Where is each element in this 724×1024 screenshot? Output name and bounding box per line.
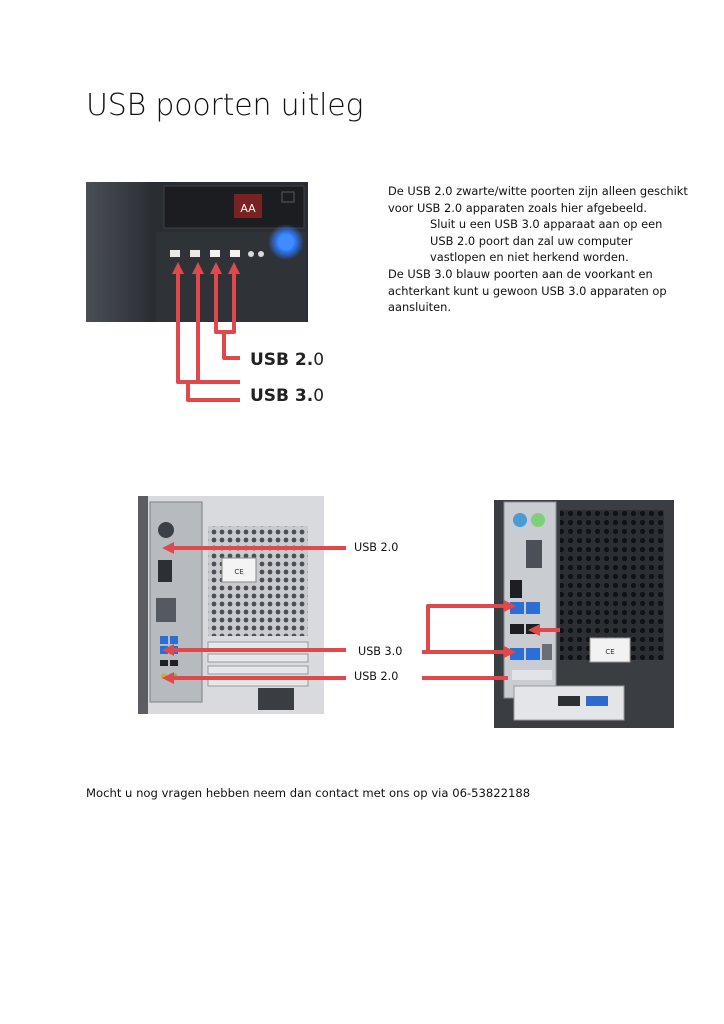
svg-text:CE: CE	[605, 648, 614, 656]
rear-usb2-bottom-label: USB 2.0	[354, 670, 399, 683]
rear-panel-photo-left: CE	[138, 496, 324, 714]
front-usb3-label: USB 3.0	[250, 386, 325, 406]
paragraph-line: Sluit u een USB 3.0 apparaat aan op een …	[430, 217, 663, 265]
paragraph-line: De USB 2.0 zwarte/witte poorten zijn all…	[388, 184, 688, 215]
explanation-paragraph: De USB 2.0 zwarte/witte poorten zijn all…	[388, 183, 688, 316]
svg-text:AA: AA	[240, 202, 256, 215]
page-title: USB poorten uitleg	[86, 88, 364, 123]
rear-usb2-top-label: USB 2.0	[354, 541, 399, 554]
front-usb2-label: USB 2.0	[250, 350, 325, 370]
rear-usb3-label: USB 3.0	[358, 645, 403, 658]
paragraph-line: De USB 3.0 blauw poorten aan de voorkant…	[388, 266, 667, 315]
front-panel-photo: AA	[86, 182, 308, 322]
rear-panel-photo-right: CE	[494, 500, 674, 728]
contact-footer: Mocht u nog vragen hebben neem dan conta…	[86, 786, 531, 800]
svg-text:CE: CE	[234, 568, 243, 576]
